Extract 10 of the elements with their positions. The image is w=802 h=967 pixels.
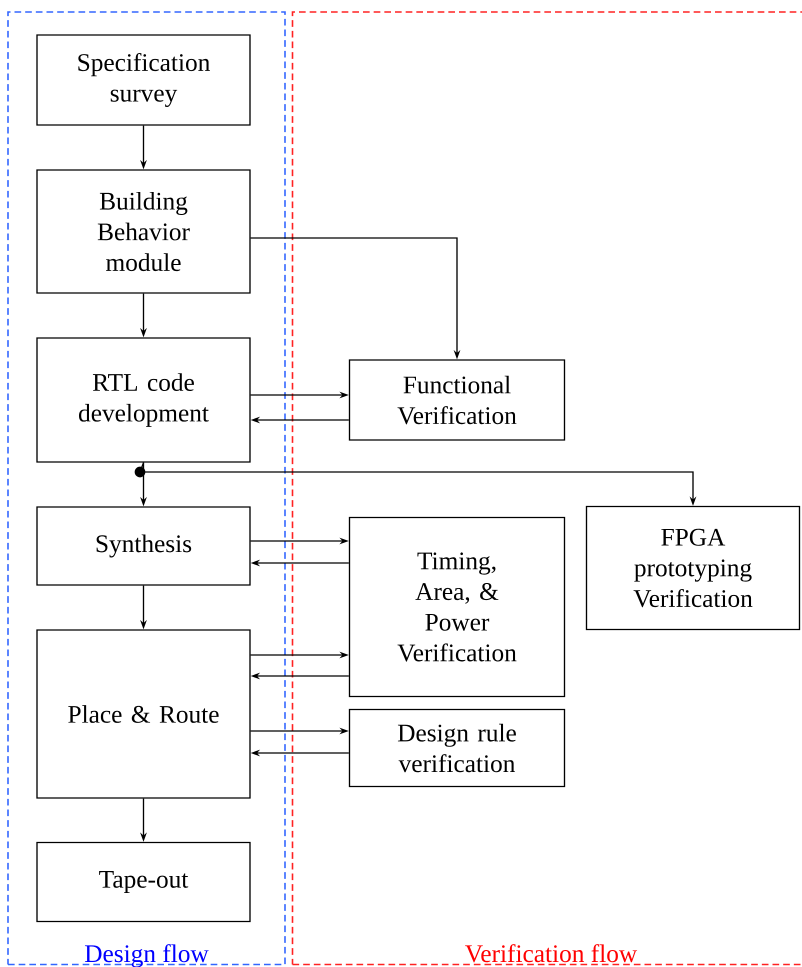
process-box: Place & Route	[36, 629, 251, 799]
process-box: Timing, Area, & Power Verification	[348, 516, 566, 698]
process-box: RTL code development	[36, 337, 251, 463]
process-box: Functional Verification	[348, 359, 566, 441]
process-box: Synthesis	[36, 506, 251, 586]
process-box: Specification survey	[36, 34, 251, 126]
process-box: FPGA prototyping Verification	[586, 506, 800, 630]
process-box: Design rule verification	[348, 708, 566, 788]
process-box: Tape-out	[36, 842, 251, 922]
process-box: Building Behavior module	[36, 169, 251, 294]
